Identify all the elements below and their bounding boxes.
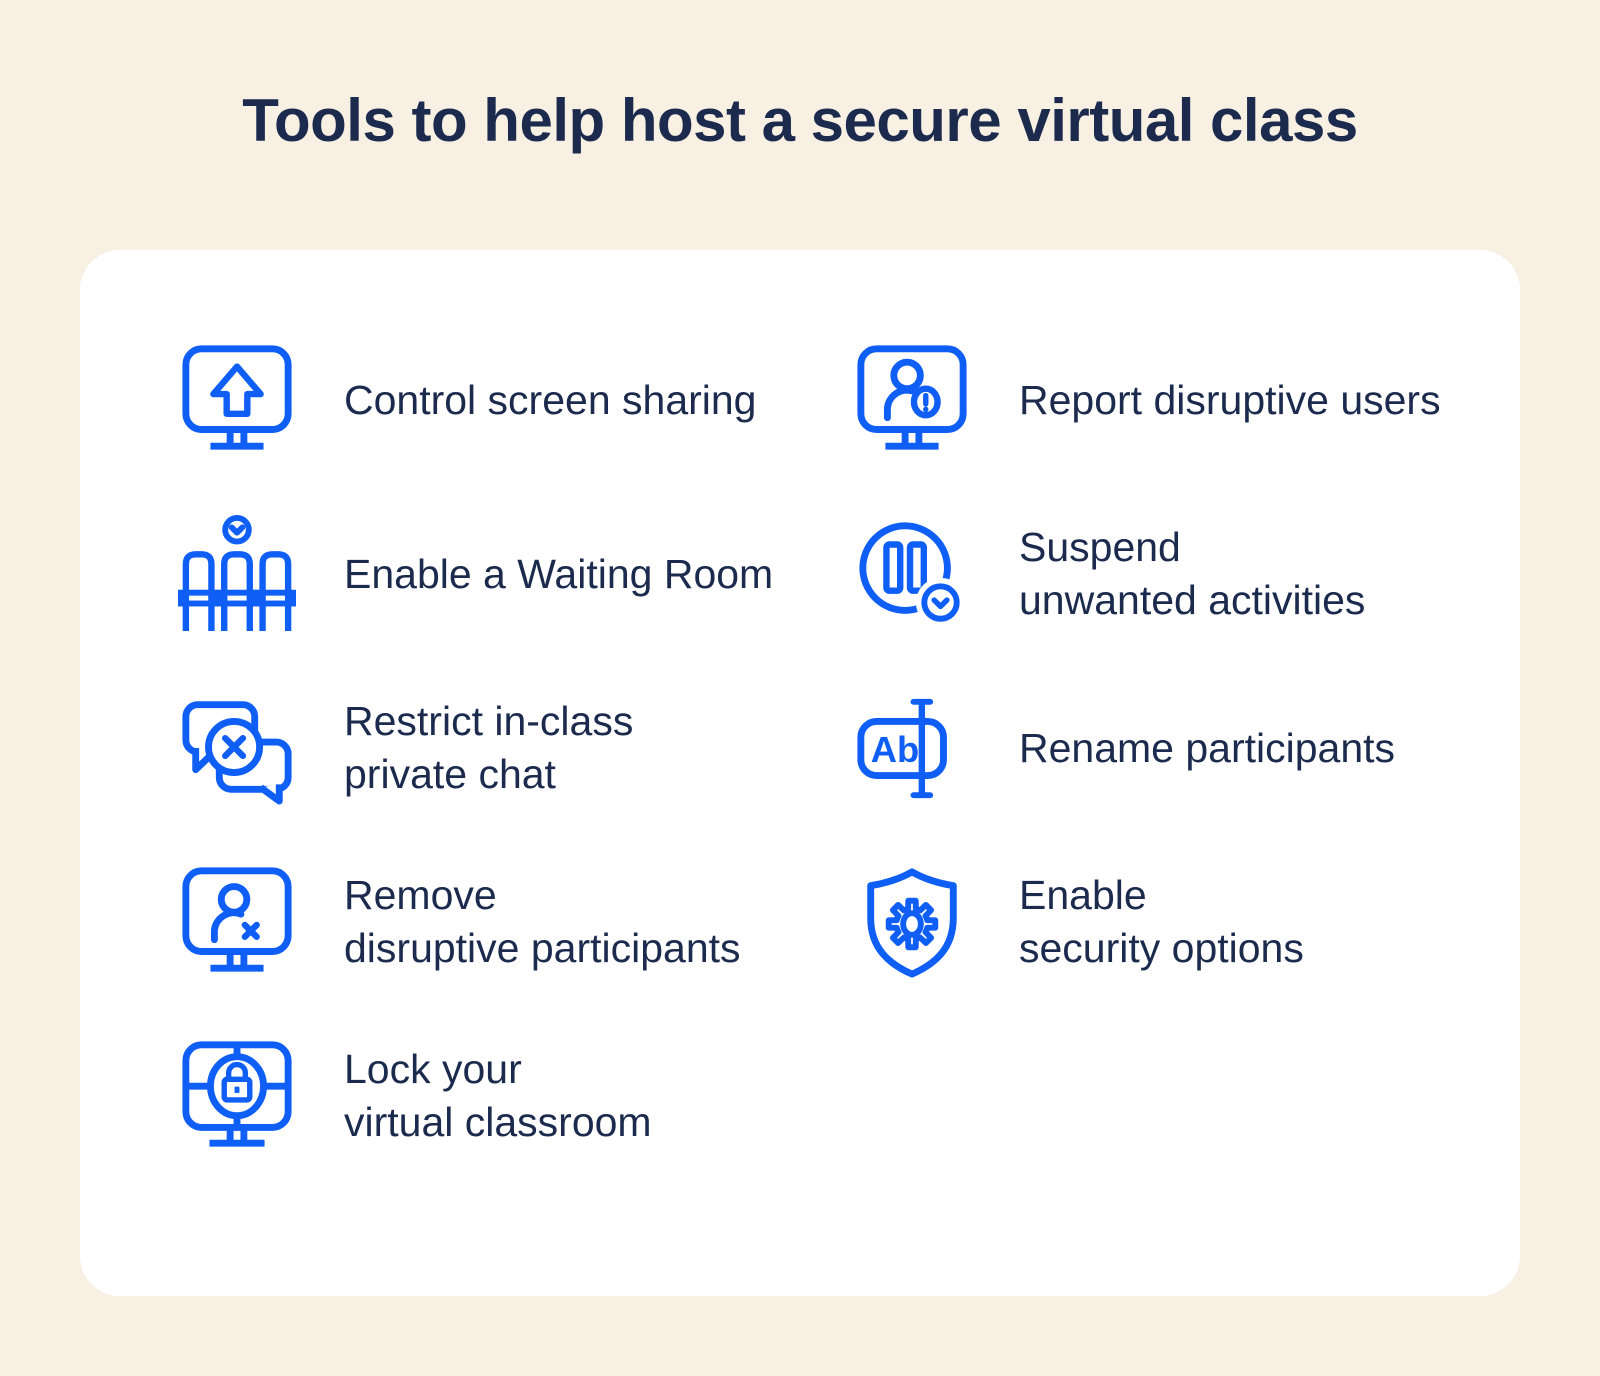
feature-label: Suspend unwanted activities (1019, 521, 1365, 627)
feature-label: Remove disruptive participants (344, 869, 741, 975)
feature-label: Lock your virtual classroom (344, 1043, 652, 1149)
restricted-chat-icon (178, 689, 296, 807)
feature-label-line: Remove (344, 872, 497, 918)
feature-label-line: disruptive participants (344, 925, 741, 971)
feature-label-line: virtual classroom (344, 1099, 652, 1145)
feature-label: Restrict in-class private chat (344, 695, 633, 801)
feature-label-line: Enable (1019, 872, 1147, 918)
screen-share-monitor-icon (178, 341, 296, 459)
feature-label: Enable a Waiting Room (344, 548, 773, 601)
feature-item-waiting-room: Enable a Waiting Room (178, 487, 828, 661)
feature-item-remove-participants: Remove disruptive participants (178, 835, 828, 1009)
feature-label-line: private chat (344, 751, 556, 797)
rename-participants-icon: Ab (853, 689, 971, 807)
feature-item-restrict-chat: Restrict in-class private chat (178, 661, 828, 835)
feature-label-line: security options (1019, 925, 1304, 971)
feature-item-control-screen-sharing: Control screen sharing (178, 313, 828, 487)
feature-label-line: Report disruptive users (1019, 376, 1441, 423)
feature-label: Report disruptive users (1019, 374, 1441, 427)
feature-item-lock-classroom: Lock your virtual classroom (178, 1009, 828, 1183)
infographic-card: Control screen sharing Enable a Waiting … (80, 250, 1520, 1296)
feature-label: Rename participants (1019, 722, 1395, 775)
report-user-icon (853, 341, 971, 459)
feature-label-line: Suspend (1019, 524, 1181, 570)
suspend-activities-icon (853, 515, 971, 633)
feature-item-suspend-activities: Suspend unwanted activities (853, 487, 1473, 661)
feature-label: Enable security options (1019, 869, 1304, 975)
feature-label-line: Rename participants (1019, 724, 1396, 771)
feature-label-line: Enable a Waiting Room (344, 550, 774, 597)
feature-label-line: Lock your (344, 1046, 522, 1092)
feature-label-line: Control screen sharing (344, 376, 757, 423)
feature-label-line: unwanted activities (1019, 577, 1366, 623)
lock-classroom-icon (178, 1037, 296, 1155)
feature-label-line: Restrict in-class (344, 698, 634, 744)
waiting-room-chairs-icon (178, 515, 296, 633)
feature-label: Control screen sharing (344, 374, 756, 427)
left-column: Control screen sharing Enable a Waiting … (178, 313, 828, 1183)
feature-item-report-users: Report disruptive users (853, 313, 1473, 487)
remove-participant-icon (178, 863, 296, 981)
security-shield-icon (853, 863, 971, 981)
rename-icon-letters: Ab (871, 729, 920, 770)
right-column: Report disruptive users Suspend unwanted… (853, 313, 1473, 1009)
feature-item-security-options: Enable security options (853, 835, 1473, 1009)
page-title: Tools to help host a secure virtual clas… (242, 87, 1358, 154)
feature-item-rename-participants: Ab Rename participants (853, 661, 1473, 835)
